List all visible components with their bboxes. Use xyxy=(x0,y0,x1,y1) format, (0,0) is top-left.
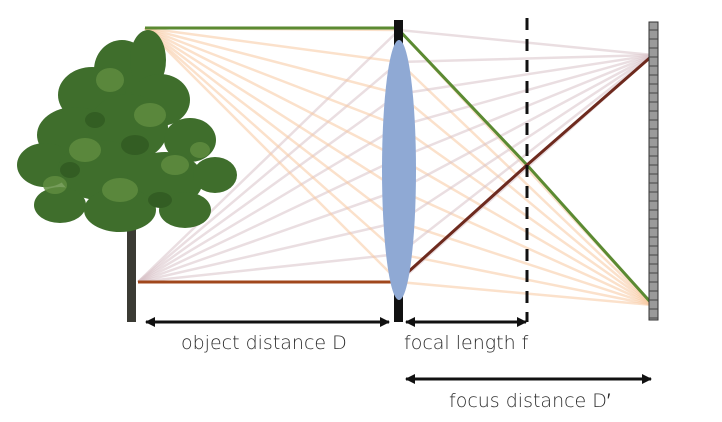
object-distance-label: object distance D xyxy=(181,332,347,354)
tree-object-image xyxy=(17,30,237,322)
focus-distance-label: focus distance D′ xyxy=(449,390,611,412)
image-sensor xyxy=(648,21,659,321)
lens xyxy=(382,40,416,300)
focal-length-label: focal length f xyxy=(404,332,529,354)
top-ray xyxy=(145,26,655,307)
sensor-body xyxy=(648,21,659,321)
